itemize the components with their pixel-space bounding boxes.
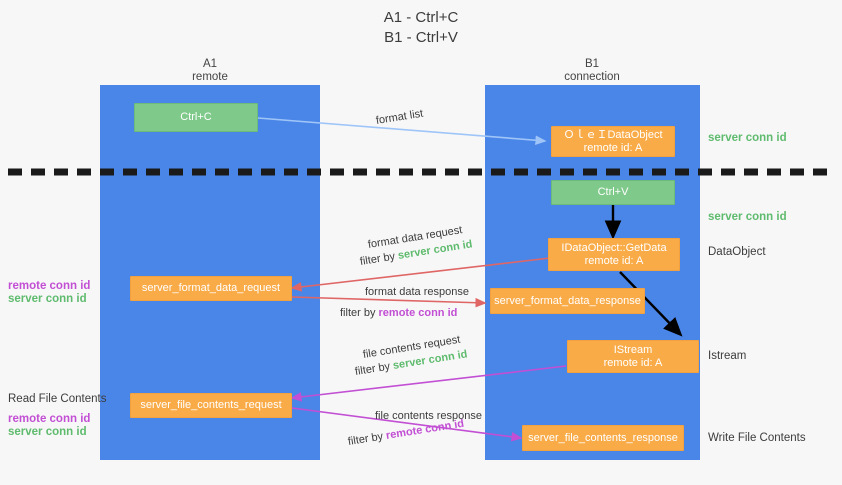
diagram-title: A1 - Ctrl+C B1 - Ctrl+V (0, 8, 842, 48)
node-getdata-line2: remote id: A (584, 254, 644, 267)
node-ctrl-v[interactable]: Ctrl+V (551, 180, 675, 205)
filter-prefix: filter by (340, 307, 379, 319)
node-getdata-line1: IDataObject::GetData (561, 241, 667, 254)
node-istream-line1: IStream (613, 343, 653, 356)
label-dataobject: DataObject (708, 246, 766, 258)
column-b1-sub: connection (564, 71, 620, 83)
column-b1-name: B1 (584, 58, 600, 70)
label-istream: Istream (708, 350, 747, 362)
label-server-conn-id-1: server conn id (8, 293, 87, 305)
label-write-file-contents: Write File Contents (708, 432, 806, 444)
node-ctrl-v-label: Ctrl+V (597, 186, 629, 198)
node-server-format-data-response-label: server_format_data_response (494, 294, 641, 307)
annotation-file-contents-response: file contents response (375, 410, 483, 422)
node-idataobject-getdata[interactable]: IDataObject::GetData remote id: A (548, 238, 680, 271)
annotation-format-list: format list (375, 107, 425, 127)
label-server-conn-id-2: server conn id (8, 426, 87, 438)
node-ctrl-c[interactable]: Ctrl+C (134, 103, 258, 132)
node-ctrl-c-label: Ctrl+C (180, 111, 212, 123)
node-server-format-data-request-label: server_format_data_request (141, 282, 281, 294)
column-a1-name: A1 (202, 58, 218, 70)
label-server-conn-id-second: server conn id (708, 211, 787, 223)
label-remote-conn-id-2: remote conn id (8, 413, 91, 425)
node-server-file-contents-response[interactable]: server_file_contents_response (522, 425, 684, 451)
label-server-conn-id-top: server conn id (708, 132, 787, 144)
node-server-format-data-response[interactable]: server_format_data_response (490, 288, 645, 314)
filter-value-remote-conn-id: remote conn id (378, 307, 458, 319)
node-server-file-contents-request-label: server_file_contents_request (140, 399, 282, 411)
node-clipboard-dataobject-line2: remote id: A (583, 141, 643, 154)
node-server-format-data-request[interactable]: server_format_data_request (130, 276, 292, 301)
column-header-b1: B1 connection (502, 58, 682, 84)
column-a1-sub: remote (192, 71, 228, 83)
node-clipboard-dataobject[interactable]: ＯｌｅＩDataObject remote id: A (551, 126, 675, 157)
node-clipboard-dataobject-line1: ＯｌｅＩDataObject (563, 128, 663, 141)
title-line-1: A1 - Ctrl+C (383, 9, 459, 26)
title-line-2: B1 - Ctrl+V (384, 29, 458, 46)
node-istream-line2: remote id: A (603, 356, 663, 369)
node-istream[interactable]: IStream remote id: A (567, 340, 699, 373)
node-server-file-contents-response-label: server_file_contents_response (528, 431, 678, 444)
filter-prefix: filter by (347, 430, 387, 448)
annotation-format-data-response-filter: filter by remote conn id (340, 306, 457, 320)
column-header-a1: A1 remote (120, 58, 300, 84)
node-server-file-contents-request[interactable]: server_file_contents_request (130, 393, 292, 418)
label-read-file-contents: Read File Contents (8, 393, 107, 405)
label-remote-conn-id-1: remote conn id (8, 280, 91, 292)
filter-prefix: filter by (359, 250, 399, 268)
annotation-format-data-response: format data response (365, 286, 469, 298)
filter-prefix: filter by (354, 360, 394, 378)
